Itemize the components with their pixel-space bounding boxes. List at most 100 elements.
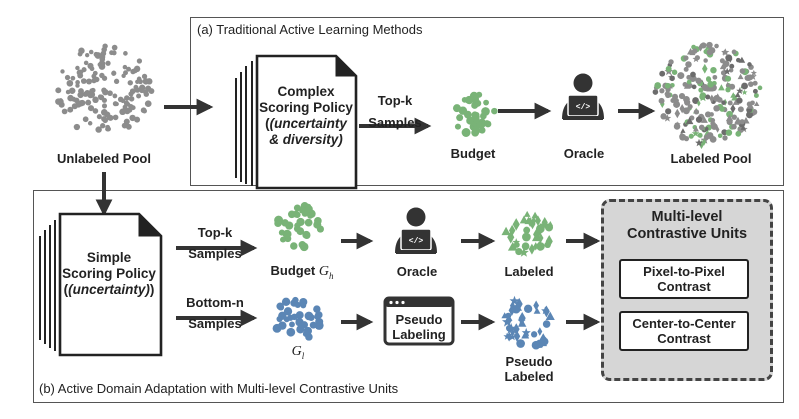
sample-point [101, 116, 107, 122]
sample-point [96, 114, 102, 120]
sample-point [516, 339, 525, 348]
svg-text:</>: </> [576, 103, 591, 112]
sample-point [505, 314, 513, 326]
sample-point [119, 108, 126, 116]
sample-point [700, 116, 708, 123]
sample-point [713, 105, 720, 112]
sample-point [97, 62, 102, 67]
oracle-person-icon: </> [562, 73, 604, 120]
sample-point [143, 91, 150, 97]
sample-point [484, 120, 492, 128]
sample-point [692, 55, 700, 63]
scoring-policy-line: Simple [86, 250, 132, 265]
sample-point [740, 125, 746, 130]
sample-point [81, 67, 87, 73]
sample-point [122, 104, 128, 110]
topk-samples-a: Top-k Samples [366, 93, 424, 130]
sample-point [702, 63, 708, 74]
sample-point [471, 111, 479, 119]
sample-point [102, 43, 108, 49]
sample-point [541, 216, 548, 228]
sample-point [101, 75, 108, 81]
sample-point [508, 328, 517, 336]
sample-point [728, 67, 734, 73]
sample-point [726, 119, 733, 126]
sample-point [77, 72, 84, 79]
sample-point [692, 126, 699, 132]
sample-point [702, 138, 707, 146]
sample-point [710, 123, 718, 130]
sample-point [715, 126, 720, 133]
scoring-policy-line: ((uncertainty [265, 116, 347, 131]
sample-point [58, 101, 65, 108]
sample-point [97, 94, 103, 99]
sample-point [508, 304, 516, 317]
sample-point [710, 66, 717, 74]
sample-point [523, 210, 531, 217]
sample-point [737, 73, 744, 80]
sample-point [283, 307, 293, 316]
sample-point [87, 62, 94, 70]
sample-point [501, 226, 511, 236]
sample-point [55, 87, 62, 94]
sample-point [83, 60, 89, 66]
sample-point [729, 83, 736, 90]
sample-point [305, 333, 313, 341]
sample-point [533, 242, 539, 251]
sample-point [735, 131, 742, 137]
sample-point [309, 321, 317, 329]
sample-point [281, 297, 291, 307]
sample-point [473, 116, 480, 124]
sample-point [523, 304, 533, 313]
sample-point [741, 89, 748, 95]
sample-point [738, 56, 746, 63]
sample-point [130, 105, 136, 111]
sample-point [517, 317, 526, 325]
sample-point [295, 311, 304, 320]
sample-point [521, 327, 531, 337]
sample-point [111, 44, 118, 51]
contrast-line: Center-to-Center [632, 316, 736, 331]
sample-point [706, 49, 713, 56]
sample-point [547, 220, 553, 231]
laptop-code-icon: </> [396, 228, 436, 254]
sample-point [673, 100, 681, 108]
pseudo-labeled-line: Labeled [504, 369, 554, 384]
sample-point [731, 49, 737, 55]
pseudo-labeling-line: Pseudo [395, 312, 443, 327]
sample-point [685, 117, 694, 125]
sample-point [78, 47, 85, 54]
sample-point [85, 52, 90, 58]
scoring-criteria: (uncertainty) [68, 282, 150, 297]
laptop-code-icon: </> [563, 94, 603, 120]
sample-point [714, 43, 719, 49]
sample-point [128, 96, 135, 102]
sample-point [277, 304, 285, 311]
sample-point [99, 54, 106, 60]
sample-point [80, 78, 87, 84]
sample-point [688, 133, 694, 139]
sample-point [58, 98, 64, 103]
sample-point [515, 247, 523, 256]
sample-point [133, 65, 141, 73]
sample-point [92, 108, 99, 114]
sample-point [305, 205, 313, 213]
sample-point [537, 327, 543, 336]
sample-point [712, 74, 718, 80]
sample-point [144, 100, 152, 108]
panel-b-title: (b) Active Domain Adaptation with Multi-… [39, 381, 399, 396]
budget-gh-label: Budget Gh [262, 263, 342, 284]
sample-point [709, 112, 714, 117]
sample-point [691, 44, 696, 50]
sample-point [69, 87, 75, 94]
contrast-line: Pixel-to-Pixel [643, 264, 725, 279]
sample-point [314, 217, 322, 225]
sample-point [515, 297, 523, 311]
sample-point [299, 297, 308, 307]
sample-point [531, 217, 537, 226]
sample-point [105, 126, 111, 132]
sample-point [731, 94, 739, 101]
sample-point [100, 123, 106, 129]
sample-point [101, 103, 108, 109]
scoring-policy-line: Scoring Policy [259, 100, 353, 115]
